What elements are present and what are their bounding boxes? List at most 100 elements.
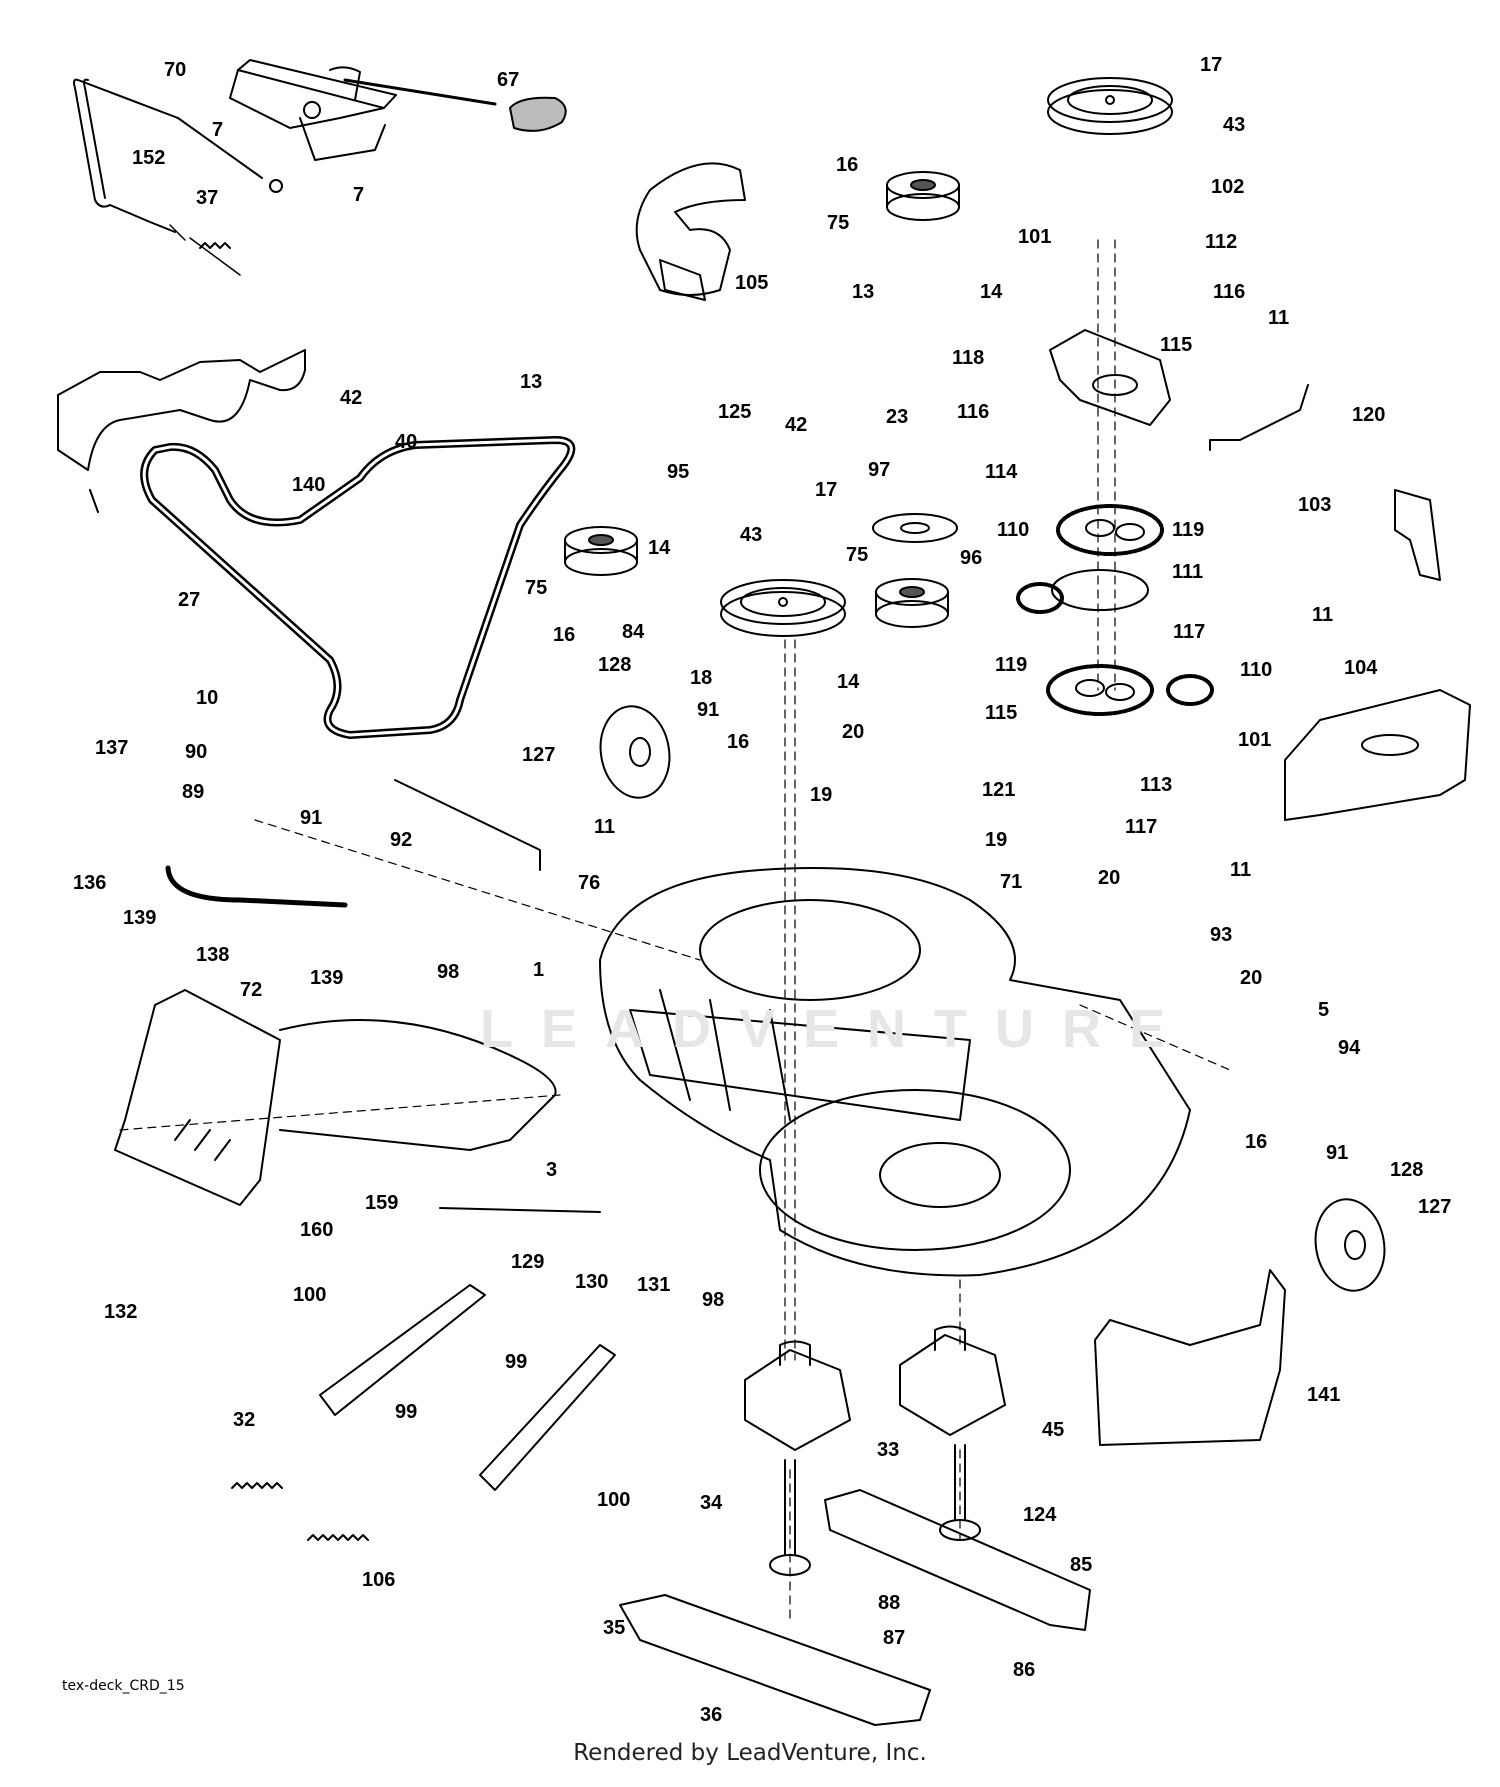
callout-label: 91	[697, 699, 720, 721]
callout-label: 1	[533, 959, 545, 981]
callout-label: 117	[1125, 816, 1158, 838]
idler-pulley-middle	[875, 578, 949, 628]
callout-label: 130	[575, 1271, 609, 1293]
mower-blade-right	[824, 1489, 1091, 1631]
lift-arm-upper	[319, 1284, 486, 1416]
callout-label: 128	[1390, 1159, 1424, 1181]
callout-label: 98	[437, 961, 460, 983]
gauge-wheel-left	[599, 705, 671, 799]
callout-label: 16	[727, 731, 750, 753]
callout-label: 119	[1172, 519, 1205, 541]
callout-label: 16	[1245, 1131, 1268, 1153]
callout-label: 27	[178, 589, 201, 611]
callout-label: 33	[877, 1439, 900, 1461]
callout-label: 11	[1312, 604, 1334, 626]
callout-label: 16	[836, 154, 859, 176]
callout-label: 75	[846, 544, 869, 566]
callout-label: 100	[293, 1284, 327, 1306]
callout-label: 95	[667, 461, 690, 483]
gear-large-lower	[1046, 664, 1154, 716]
callout-label: 125	[718, 401, 752, 423]
callout-label: 71	[1000, 871, 1023, 893]
callout-label: 120	[1352, 404, 1386, 426]
callout-label: 10	[196, 687, 219, 709]
callout-label: 20	[1098, 867, 1121, 889]
callout-label: 11	[594, 816, 616, 838]
spring-long	[307, 1534, 369, 1541]
callout-label: 99	[395, 1401, 418, 1423]
spindle-housing-right	[899, 1325, 1006, 1436]
drive-pulley-center	[720, 579, 846, 637]
callout-label: 129	[511, 1251, 545, 1273]
callout-label: 115	[985, 702, 1018, 724]
callout-label: 119	[995, 654, 1028, 676]
callout-label: 105	[735, 272, 769, 294]
right-deck-cover	[1284, 689, 1471, 821]
callout-label: 37	[196, 187, 219, 209]
callout-label: 42	[785, 414, 808, 436]
callout-label: 110	[997, 519, 1030, 541]
callout-label: 43	[740, 524, 763, 546]
callout-label: 121	[982, 779, 1016, 801]
callout-label: 89	[182, 781, 205, 803]
callout-label: 152	[132, 147, 166, 169]
callout-label: 141	[1307, 1384, 1341, 1406]
callout-label: 36	[700, 1704, 723, 1726]
callout-label: 106	[362, 1569, 396, 1591]
callout-label: 75	[827, 212, 850, 234]
callout-label: 140	[292, 474, 326, 496]
spindle-housing-left	[744, 1340, 851, 1451]
callout-label: 14	[648, 537, 671, 559]
rear-baffle	[1094, 1269, 1286, 1446]
callout-label: 72	[240, 979, 263, 1001]
callout-label: 99	[505, 1351, 528, 1373]
callout-label: 20	[1240, 967, 1263, 989]
gear-plate-bracket	[1049, 329, 1171, 426]
callout-label: 34	[700, 1492, 723, 1514]
drive-belt	[140, 436, 576, 739]
callout-label: 104	[1344, 657, 1378, 679]
belt-shield	[635, 162, 746, 301]
callout-label: 114	[985, 461, 1018, 483]
callout-label: 127	[522, 744, 556, 766]
front-link-rod	[394, 779, 541, 871]
callout-label: 17	[1200, 54, 1223, 76]
callout-label: 131	[637, 1274, 671, 1296]
callout-label: 100	[597, 1489, 631, 1511]
callout-label: 160	[300, 1219, 334, 1241]
callout-label: 67	[497, 69, 520, 91]
callout-label: 7	[212, 119, 224, 141]
callout-label: 7	[353, 184, 365, 206]
callout-label: 5	[1318, 999, 1330, 1021]
callout-label: 76	[578, 872, 601, 894]
mower-deck-housing	[599, 867, 1191, 1277]
callout-label: 127	[1418, 1196, 1452, 1218]
callout-label: 94	[1338, 1037, 1361, 1059]
gauge-wheel-right	[1314, 1198, 1386, 1292]
flat-idler-pulley	[872, 513, 958, 543]
spring-short	[231, 1482, 283, 1489]
callout-label: 87	[883, 1627, 906, 1649]
callout-label: 159	[365, 1192, 399, 1214]
callout-label: 102	[1211, 176, 1245, 198]
linkage-rod	[1209, 384, 1309, 451]
callout-label: 23	[886, 406, 909, 428]
idler-pulley-upper	[886, 171, 960, 221]
callout-label: 118	[952, 347, 985, 369]
idler-pulley-left	[564, 526, 638, 576]
callout-label: 14	[837, 671, 860, 693]
deflector-plate	[1394, 489, 1441, 581]
callout-label: 124	[1023, 1504, 1057, 1526]
callout-label: 14	[980, 281, 1003, 303]
drive-pulley-upper	[1047, 77, 1173, 135]
callout-label: 139	[123, 907, 157, 929]
callout-label: 70	[164, 59, 187, 81]
callout-label: 35	[603, 1617, 626, 1639]
callout-label: 13	[520, 371, 543, 393]
footer-credit: Rendered by LeadVenture, Inc.	[573, 1740, 927, 1766]
callout-label: 11	[1268, 307, 1290, 329]
callout-label: 136	[73, 872, 107, 894]
callout-label: 137	[95, 737, 129, 759]
callout-label: 92	[390, 829, 413, 851]
callout-label: 101	[1238, 729, 1272, 751]
